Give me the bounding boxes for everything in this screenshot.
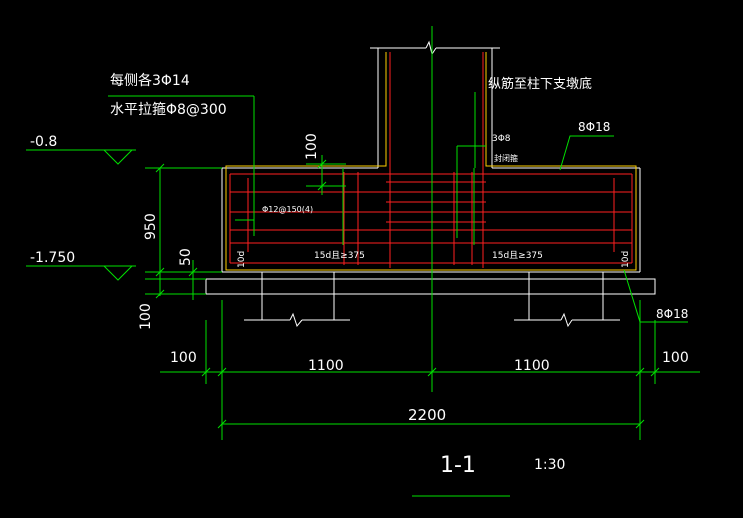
concrete-outline bbox=[205, 40, 656, 328]
stirrup-spec-label: Φ12@150(4) bbox=[262, 205, 313, 214]
elevation-bottom: -1.750 bbox=[30, 250, 75, 266]
dimension-lines bbox=[26, 26, 700, 497]
annotation-text: 每侧各3Φ14 水平拉箍Φ8@300 纵筋至柱下支墩底 8Φ18 3Φ8 封闭箍… bbox=[30, 73, 689, 478]
dim-1100-right: 1100 bbox=[514, 358, 550, 374]
section-scale: 1:30 bbox=[534, 457, 565, 473]
dim-2200: 2200 bbox=[408, 406, 446, 424]
side-bars-label: 每侧各3Φ14 bbox=[110, 73, 190, 89]
hook-right-label: 10d bbox=[621, 251, 631, 268]
hook-left-label: 10d bbox=[237, 251, 247, 268]
dim-1100-left: 1100 bbox=[308, 358, 344, 374]
stirrup-loop bbox=[225, 52, 637, 271]
anchor-right-label: 15d且≥375 bbox=[492, 250, 543, 261]
horizontal-ties-label: 水平拉箍Φ8@300 bbox=[110, 101, 227, 118]
dim-50: 50 bbox=[178, 248, 194, 266]
bottom-bars-label: 8Φ18 bbox=[656, 307, 688, 321]
anchor-left-label: 15d且≥375 bbox=[314, 250, 365, 261]
dim-100-left: 100 bbox=[170, 350, 197, 366]
dim-100-right: 100 bbox=[662, 350, 689, 366]
dim-100-vertical: 100 bbox=[138, 303, 154, 330]
section-title: 1-1 bbox=[440, 453, 476, 478]
long-bars-note: 纵筋至柱下支墩底 bbox=[488, 76, 592, 92]
elevation-top: -0.8 bbox=[30, 134, 57, 150]
stirrup-note: 封闭箍 bbox=[494, 153, 518, 163]
ties-3-label: 3Φ8 bbox=[492, 134, 511, 144]
top-bars-label: 8Φ18 bbox=[578, 120, 610, 134]
rebar-lines bbox=[229, 52, 633, 268]
dim-950: 950 bbox=[143, 213, 159, 240]
dim-100-top: 100 bbox=[304, 133, 320, 160]
